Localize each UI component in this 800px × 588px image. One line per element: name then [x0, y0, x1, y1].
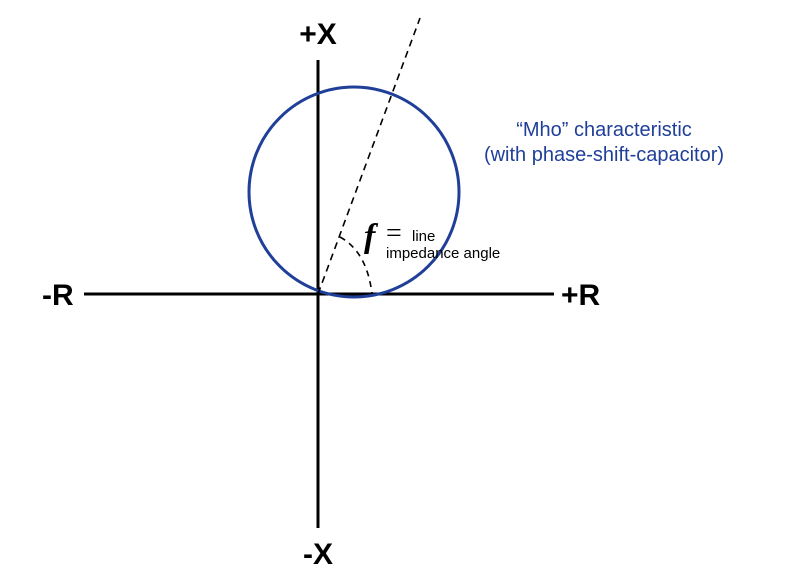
- angle-symbol: f: [364, 218, 379, 255]
- angle-description: impedance angle: [386, 245, 500, 262]
- characteristic-subtitle: (with phase-shift-capacitor): [484, 144, 724, 166]
- angle-arc: [339, 236, 373, 295]
- negative-x-label: -X: [303, 538, 333, 571]
- negative-r-label: -R: [42, 279, 74, 312]
- impedance-angle-line: [317, 17, 421, 295]
- equals-sign: =: [386, 218, 402, 249]
- characteristic-title: “Mho” characteristic: [516, 119, 692, 141]
- mho-circle: [247, 85, 461, 299]
- positive-r-label: +R: [561, 279, 601, 312]
- positive-x-label: +X: [299, 18, 337, 51]
- angle-word-line: line: [412, 228, 435, 245]
